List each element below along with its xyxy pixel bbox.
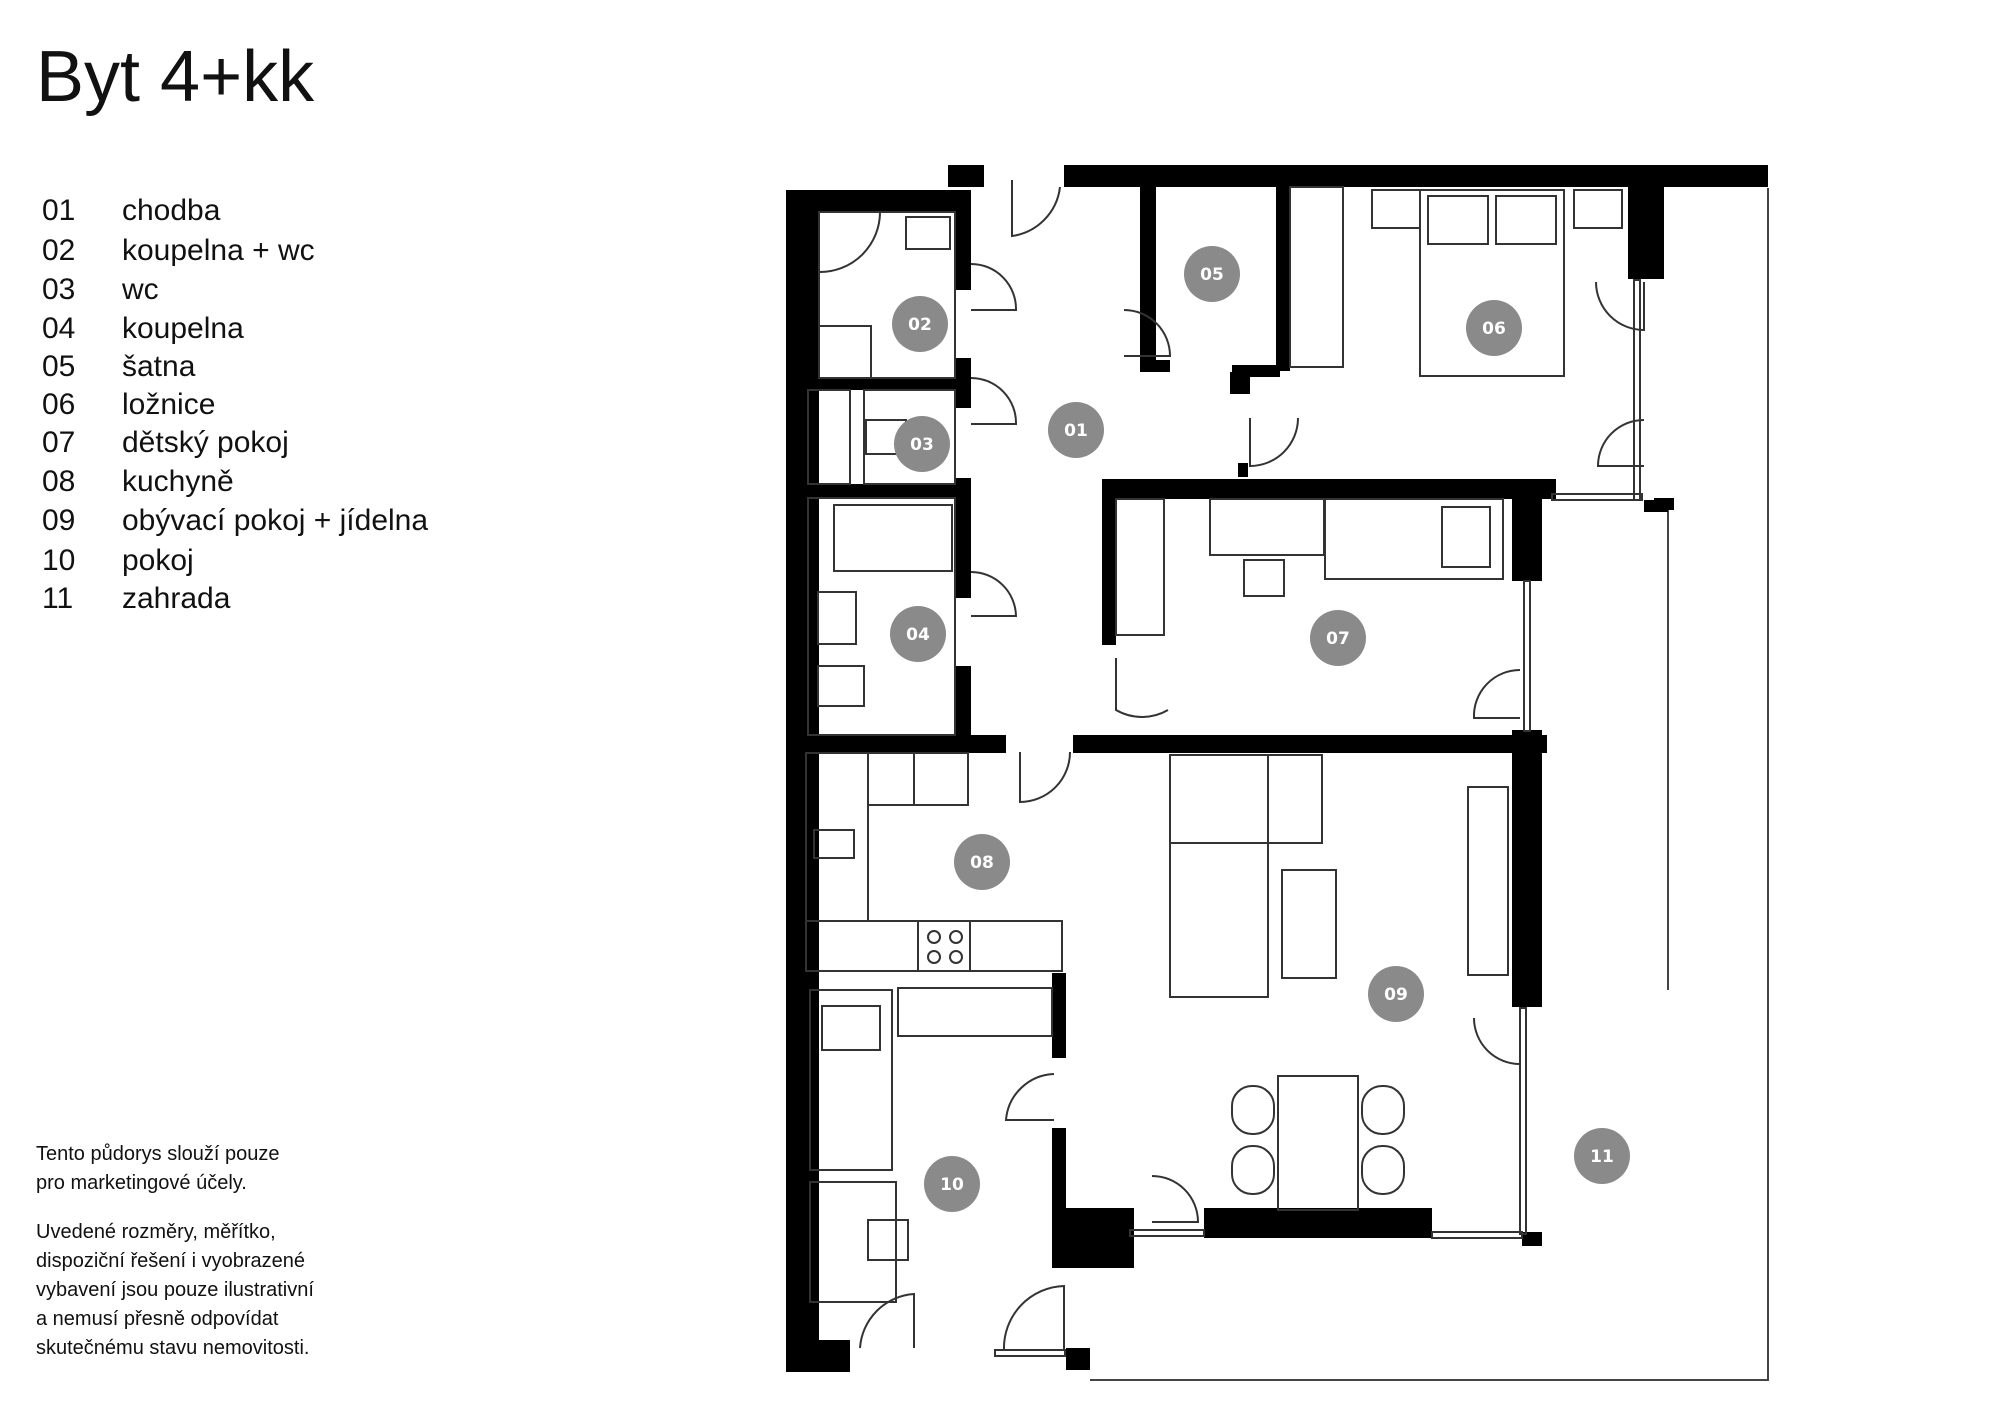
badge-03: 03 xyxy=(894,416,950,472)
legend-number: 05 xyxy=(42,350,76,383)
legend-label: pokoj xyxy=(122,544,194,577)
legend-label: chodba xyxy=(122,194,221,227)
svg-text:01: 01 xyxy=(1064,421,1088,441)
svg-text:09: 09 xyxy=(1384,985,1408,1005)
legend-number: 07 xyxy=(42,426,76,459)
svg-text:06: 06 xyxy=(1482,319,1506,339)
legend-number: 03 xyxy=(42,273,76,306)
svg-text:08: 08 xyxy=(970,853,994,873)
badge-05: 05 xyxy=(1184,246,1240,302)
legend-label: kuchyně xyxy=(122,465,234,498)
svg-text:02: 02 xyxy=(908,315,932,335)
walls xyxy=(786,165,1768,1372)
badge-06: 06 xyxy=(1466,300,1522,356)
badge-04: 04 xyxy=(890,606,946,662)
legend-number: 02 xyxy=(42,234,76,267)
svg-text:04: 04 xyxy=(906,625,930,645)
legend-label: šatna xyxy=(122,350,196,383)
legend-number: 01 xyxy=(42,194,76,227)
disclaimer-paragraph: Tento půdorys slouží pouze pro marketing… xyxy=(36,1143,280,1194)
badge-07: 07 xyxy=(1310,610,1366,666)
legend-label: obývací pokoj + jídelna xyxy=(122,504,429,537)
badge-11: 11 xyxy=(1574,1128,1630,1184)
legend-label: dětský pokoj xyxy=(122,426,289,459)
badge-01: 01 xyxy=(1048,402,1104,458)
legend-number: 10 xyxy=(42,544,76,577)
svg-text:05: 05 xyxy=(1200,265,1224,285)
badge-09: 09 xyxy=(1368,966,1424,1022)
legend-number: 09 xyxy=(42,504,76,537)
badge-08: 08 xyxy=(954,834,1010,890)
legend-label: wc xyxy=(122,273,159,306)
legend-number: 06 xyxy=(42,388,76,421)
legend-label: koupelna xyxy=(122,312,244,345)
legend-label: koupelna + wc xyxy=(122,234,315,267)
svg-text:07: 07 xyxy=(1326,629,1350,649)
badge-10: 10 xyxy=(924,1156,980,1212)
legend-number: 08 xyxy=(42,465,76,498)
disclaimer-paragraph: Uvedené rozměry, měřítko, dispoziční řeš… xyxy=(36,1221,314,1359)
svg-text:11: 11 xyxy=(1590,1147,1614,1167)
interior-lines xyxy=(805,186,1643,1357)
legend-number: 11 xyxy=(42,582,74,615)
disclaimer: Tento půdorys slouží pouze pro marketing… xyxy=(36,1140,396,1383)
legend-label: ložnice xyxy=(122,388,216,421)
badge-02: 02 xyxy=(892,296,948,352)
legend-number: 04 xyxy=(42,312,76,345)
plot-outline xyxy=(1090,188,1769,1381)
svg-text:03: 03 xyxy=(910,435,934,455)
svg-text:10: 10 xyxy=(940,1175,964,1195)
legend-label: zahrada xyxy=(122,582,231,615)
door-swings xyxy=(859,180,1645,1351)
page-title: Byt 4+kk xyxy=(36,37,315,117)
